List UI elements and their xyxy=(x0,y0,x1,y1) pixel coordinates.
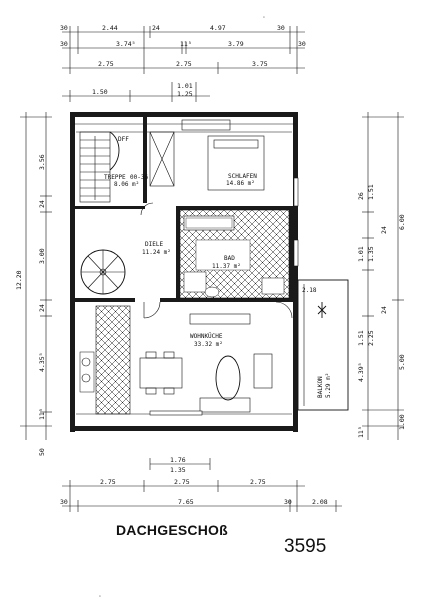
diele-label: DIELE xyxy=(145,241,163,248)
bottom-dim-b4-1: 7.65 xyxy=(178,498,194,506)
left-dim-6: 50 xyxy=(38,448,46,456)
right-dim-inner-2: 1.01 xyxy=(357,246,365,262)
right-dim-outer-2: 24 xyxy=(380,306,388,314)
corner-mark: · xyxy=(262,13,266,21)
bottom-mark: · xyxy=(98,592,102,600)
top-dim-r1-2: 24 xyxy=(152,24,160,32)
wohnkueche-area: 33.32 m² xyxy=(194,341,223,348)
right-dim-outer-3: 5.00 xyxy=(398,354,406,370)
left-dim-total: 12.20 xyxy=(15,270,23,290)
top-dim-r1-0: 30 xyxy=(60,24,68,32)
top-dim-r2-0: 30 xyxy=(60,40,68,48)
bottom-dim-b2: 1.35 xyxy=(170,466,186,474)
dff-label: DFF xyxy=(118,136,129,143)
right-dim-inner-1: 1.51 xyxy=(367,184,375,200)
wohnkueche-label: WOHNKÜCHE xyxy=(190,333,223,340)
bed xyxy=(207,135,265,191)
right-dim-outer-1: 24 xyxy=(380,226,388,234)
bathroom xyxy=(179,209,290,299)
bottom-dim-b4-2: 30 xyxy=(284,498,292,506)
bottom-dim-b4-3: 2.08 xyxy=(312,498,328,506)
schlafen-area: 14.86 m² xyxy=(226,180,255,187)
left-dim-5: 11⁵ xyxy=(38,408,46,420)
sofa xyxy=(199,397,251,413)
treppe-code: 00-36 xyxy=(130,174,148,181)
right-dimensions: 26 1.51 1.01 1.35 1.51 2.25 4.39⁵ 11⁵ 6.… xyxy=(357,112,406,440)
top-dim-r4-b: 1.01 xyxy=(177,82,193,90)
interior-walls xyxy=(75,117,293,302)
right-dim-inner-7: 11⁵ xyxy=(357,426,365,438)
bottom-dim-b4-0: 30 xyxy=(60,498,68,506)
top-dim-r1-3: 4.97 xyxy=(210,24,226,32)
balkon-label: BALKON xyxy=(317,376,324,398)
right-dim-outer-0: 6.00 xyxy=(398,214,406,230)
left-dimensions: 12.20 3.56 24 3.00 24 4.35⁵ 11⁵ 50 xyxy=(15,112,52,456)
bottom-dim-b3-1: 2.75 xyxy=(174,478,190,486)
top-dim-r2-2: 11⁵ xyxy=(180,40,192,48)
bad-label: BAD xyxy=(224,255,235,262)
right-dim-inner-4: 1.51 xyxy=(357,330,365,346)
spiral-stair xyxy=(80,249,126,295)
top-dim-r3-0: 2.75 xyxy=(98,60,114,68)
balcony-dim: 2.18 xyxy=(302,287,317,294)
left-dim-1: 24 xyxy=(38,200,46,208)
right-dim-inner-3: 1.35 xyxy=(367,246,375,262)
bottom-dimensions: 1.76 1.35 2.75 2.75 2.75 30 7.65 30 2.08 xyxy=(60,456,342,512)
right-dim-inner-0: 26 xyxy=(357,192,365,200)
left-dim-4: 4.35⁵ xyxy=(38,352,46,372)
top-dim-r2-4: 30 xyxy=(298,40,306,48)
left-dim-0: 3.56 xyxy=(38,154,46,170)
windows xyxy=(149,177,299,416)
drawing-number: 3595 xyxy=(284,536,327,557)
bed-shelf xyxy=(181,119,231,131)
top-dim-r3-1: 2.75 xyxy=(176,60,192,68)
right-dim-inner-6: 4.39⁵ xyxy=(357,362,365,382)
doors xyxy=(140,202,293,319)
diele-area: 11.24 m² xyxy=(142,249,171,256)
balcony: 2.18 xyxy=(297,279,349,411)
right-dim-outer-4: 1.00 xyxy=(398,414,406,430)
top-dim-r1-4: 30 xyxy=(277,24,285,32)
left-dim-3: 24 xyxy=(38,304,46,312)
drawing-title: DACHGESCHOß xyxy=(116,522,228,538)
balkon-area: 5.29 m² xyxy=(325,373,332,398)
right-dim-inner-5: 2.25 xyxy=(367,330,375,346)
bottom-dim-b3-0: 2.75 xyxy=(100,478,116,486)
wardrobe xyxy=(149,131,175,187)
top-dim-r4-a: 1.50 xyxy=(92,88,108,96)
coffee-table xyxy=(215,355,241,401)
sideboard xyxy=(189,313,251,325)
top-dimensions: 30 2.44 24 4.97 30 30 3.74⁵ 11⁵ 3.79 30 … xyxy=(60,24,306,102)
top-dim-r4-c: 1.25 xyxy=(177,90,193,98)
bottom-dim-b1: 1.76 xyxy=(170,456,186,464)
schlafen-label: SCHLAFEN xyxy=(228,173,257,180)
top-dim-r3-2: 3.75 xyxy=(252,60,268,68)
top-dim-r2-3: 3.79 xyxy=(228,40,244,48)
treppe-area: 8.06 m² xyxy=(114,181,139,188)
left-dim-2: 3.00 xyxy=(38,248,46,264)
bad-area: 11.37 m² xyxy=(212,263,241,270)
dining-table xyxy=(139,351,183,395)
kitchen-counter xyxy=(79,305,131,415)
treppe-label: TREPPE xyxy=(104,174,126,181)
top-dim-r1-1: 2.44 xyxy=(102,24,118,32)
armchair xyxy=(253,353,273,389)
top-dim-r2-1: 3.74⁵ xyxy=(116,40,136,48)
staircase-upper xyxy=(79,131,120,203)
bottom-dim-b3-2: 2.75 xyxy=(250,478,266,486)
